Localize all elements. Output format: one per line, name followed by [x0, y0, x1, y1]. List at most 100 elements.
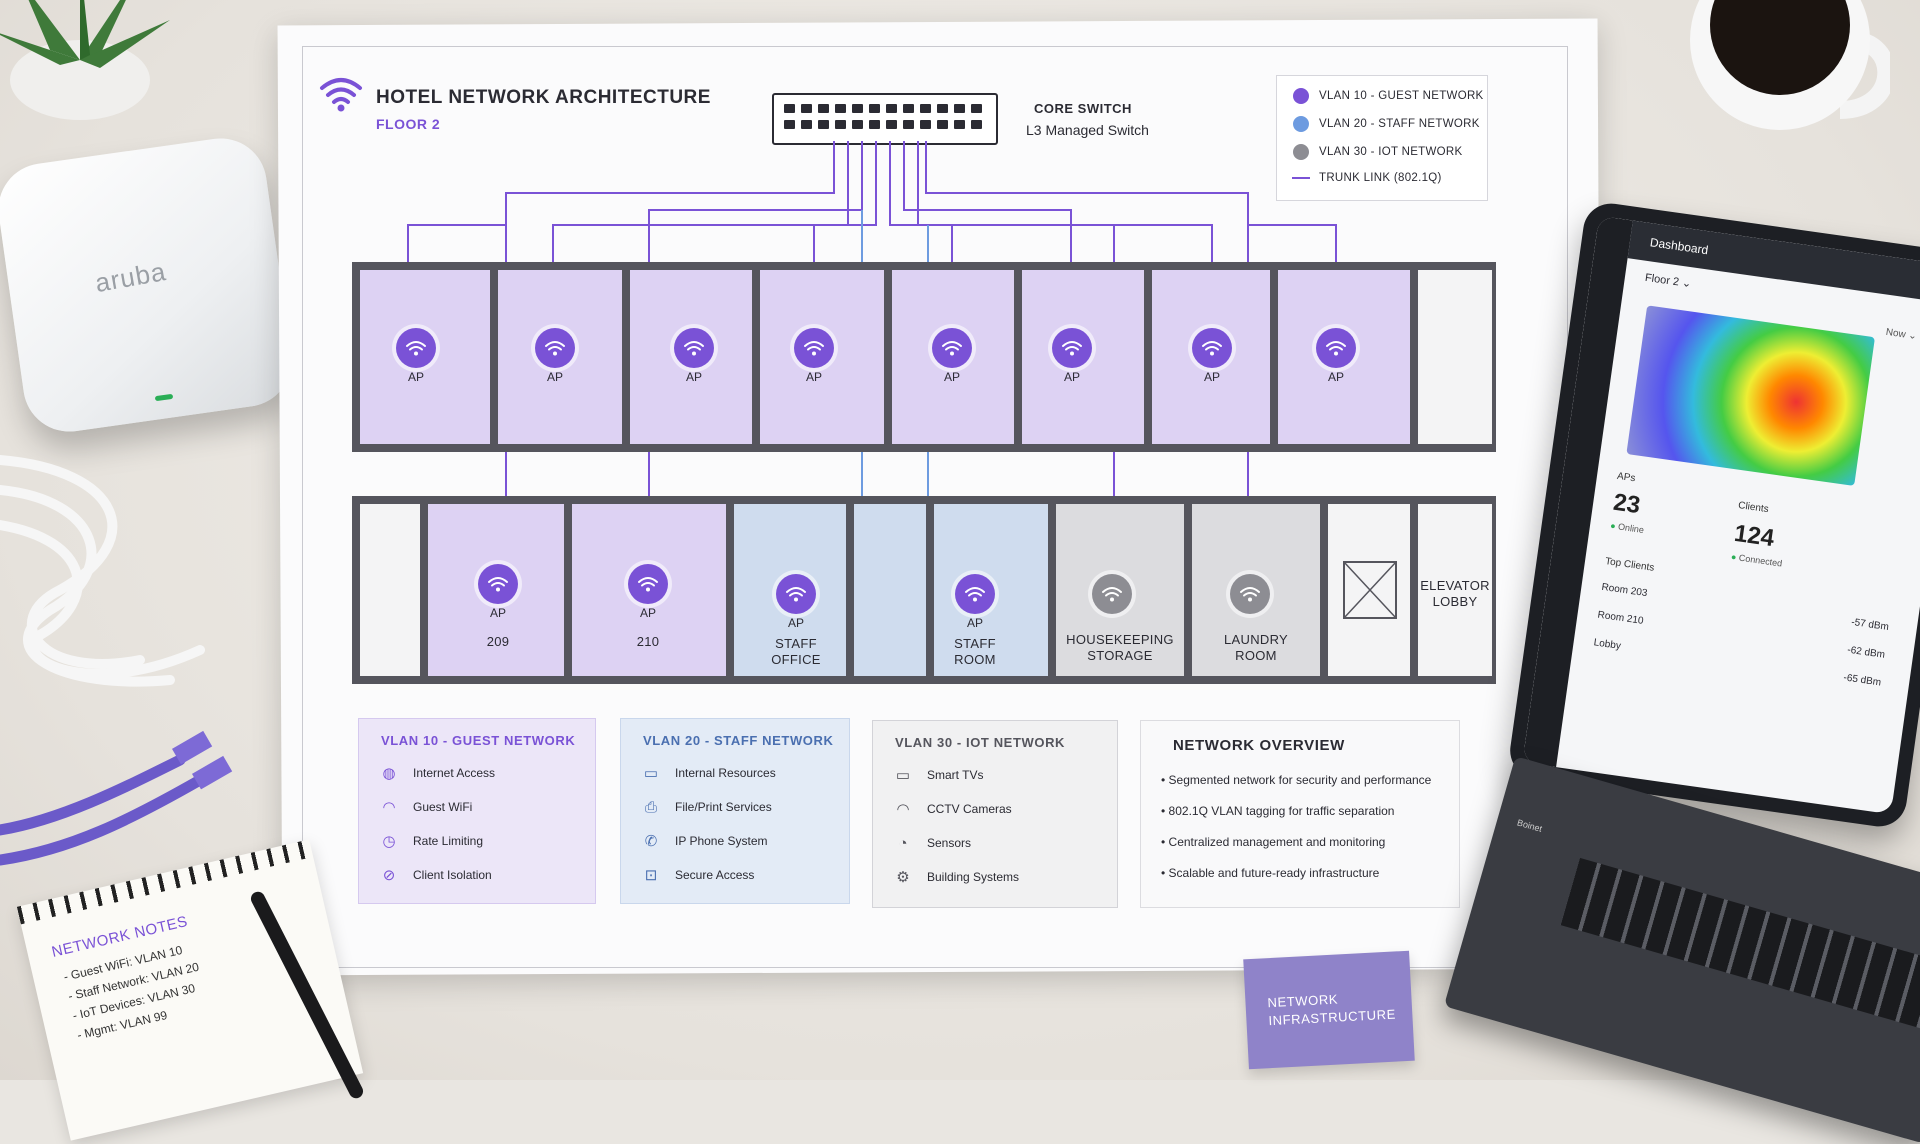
top-clients-header: Top Clients: [1604, 556, 1655, 574]
ap-label: AP: [943, 370, 960, 384]
clients-value: 124: [1732, 519, 1776, 553]
heatmap: [1626, 305, 1875, 486]
card-title: VLAN 30 - IOT NETWORK: [895, 735, 1066, 750]
switch-port: [784, 120, 795, 129]
card-title: VLAN 10 - GUEST NETWORK: [381, 733, 576, 748]
lock-icon: ⊡: [644, 867, 658, 884]
card-item: ▭Smart TVs: [893, 765, 984, 785]
staff-network-card: VLAN 20 - STAFF NETWORK ▭Internal Resour…: [620, 718, 850, 904]
legend-trunk-line: [1292, 177, 1310, 179]
stairwell-east: [1414, 266, 1496, 448]
stairwell-west: [356, 500, 424, 680]
switch-port: [835, 120, 846, 129]
clock-icon: ◷: [382, 833, 396, 850]
card-item: ▭Internal Resources: [641, 763, 776, 783]
switch-port: [937, 120, 948, 129]
elevator-lobby: [1414, 500, 1496, 680]
ap-room-6: [1052, 328, 1092, 368]
ap-label: AP: [407, 370, 424, 384]
switch-port: [801, 120, 812, 129]
tv-icon: ▭: [895, 767, 911, 784]
tablet-screen: Dashboard Ne Floor 2 ⌄ Now ⌄ APs 23 ● On…: [1522, 215, 1920, 815]
core-switch-label: CORE SWITCH: [1034, 101, 1132, 116]
ap-laundry: [1230, 574, 1270, 614]
clients-label: Clients: [1737, 500, 1770, 516]
switch-port: [920, 104, 931, 113]
ap-label: AP: [546, 370, 563, 384]
monitor-icon: ▭: [643, 765, 659, 782]
wifi-logo-icon: [320, 78, 362, 112]
ethernet-cables: [0, 455, 233, 866]
switch-port: [886, 104, 897, 113]
sticky-text: NETWORK INFRASTRUCTURE: [1267, 991, 1397, 1029]
switch-port: [886, 120, 897, 129]
core-switch-icon: [772, 93, 998, 145]
clients-status: ● Connected: [1730, 551, 1783, 569]
overview-item: • Scalable and future-ready infrastructu…: [1161, 866, 1380, 880]
switch-port: [852, 104, 863, 113]
room-label-laundry: LAUNDRY ROOM: [1224, 632, 1288, 663]
core-switch-sub: L3 Managed Switch: [1026, 122, 1149, 138]
legend-dot-iot: [1293, 144, 1309, 160]
legend-dot-guest: [1293, 88, 1309, 104]
ap-room-2: [535, 328, 575, 368]
aps-label: APs: [1616, 470, 1637, 485]
overview-item: • Segmented network for security and per…: [1161, 773, 1432, 787]
ap-label: AP: [639, 606, 656, 620]
no-entry-icon: ⊘: [382, 867, 396, 884]
switch-port: [852, 120, 863, 129]
switch-port: [801, 104, 812, 113]
switch-port: [869, 104, 880, 113]
phone-icon: ✆: [644, 833, 658, 850]
room-label-210: 210: [636, 634, 660, 649]
network-overview-card: NETWORK OVERVIEW • Segmented network for…: [1140, 720, 1460, 908]
card-item: ◠CCTV Cameras: [893, 799, 1011, 819]
ap-label: AP: [489, 606, 506, 620]
page-title: HOTEL NETWORK ARCHITECTURE: [376, 87, 711, 108]
room-label-staff-office: STAFF OFFICE: [771, 636, 821, 667]
plant-decoration: [0, 0, 170, 120]
coffee-mug: [1690, 0, 1890, 130]
legend-dot-staff: [1293, 116, 1309, 132]
time-range-select[interactable]: Now ⌄: [1885, 326, 1918, 343]
ap-room-1: [396, 328, 436, 368]
ap-room-7: [1192, 328, 1232, 368]
ap-room-3: [674, 328, 714, 368]
legend-item-guest: VLAN 10 - GUEST NETWORK: [1293, 88, 1484, 104]
ap-room-8: [1316, 328, 1356, 368]
globe-icon: ◍: [382, 765, 396, 782]
card-title: NETWORK OVERVIEW: [1173, 737, 1345, 754]
card-item: ◷Rate Limiting: [379, 831, 483, 851]
switch-ports: [1560, 857, 1920, 1030]
card-item: ⊘Client Isolation: [379, 865, 492, 885]
elevator-icon: [1343, 561, 1397, 619]
legend-item-staff: VLAN 20 - STAFF NETWORK: [1293, 116, 1480, 132]
room-label-209: 209: [486, 634, 510, 649]
card-item: ⊡Secure Access: [641, 865, 755, 885]
ap-room-4: [794, 328, 834, 368]
guest-network-card: VLAN 10 - GUEST NETWORK ◍Internet Access…: [358, 718, 596, 904]
ap-label: AP: [1063, 370, 1080, 384]
switch-port: [954, 104, 965, 113]
aps-status: ● Online: [1609, 520, 1645, 536]
floor-select[interactable]: Floor 2 ⌄: [1644, 271, 1692, 291]
ap-label: AP: [1203, 370, 1220, 384]
ap-room-5: [932, 328, 972, 368]
switch-port: [954, 120, 965, 129]
switch-port: [903, 104, 914, 113]
ap-room-209: [478, 564, 518, 604]
switch-port: [971, 104, 982, 113]
card-item: ⚙Building Systems: [893, 867, 1019, 887]
sensor-icon: ◔: [898, 834, 908, 852]
card-item: ◔Sensors: [893, 833, 971, 853]
switch-brand: Boinet: [1515, 817, 1544, 835]
card-title: VLAN 20 - STAFF NETWORK: [643, 733, 834, 748]
switch-port: [903, 120, 914, 129]
switch-port: [784, 104, 795, 113]
guest-room-4: [756, 266, 888, 448]
switch-port: [835, 104, 846, 113]
guest-room-8: [1274, 266, 1414, 448]
wifi-icon: ◠: [896, 801, 910, 818]
ap-label: AP: [966, 616, 983, 630]
legend-item-trunk: TRUNK LINK (802.1Q): [1292, 172, 1442, 184]
